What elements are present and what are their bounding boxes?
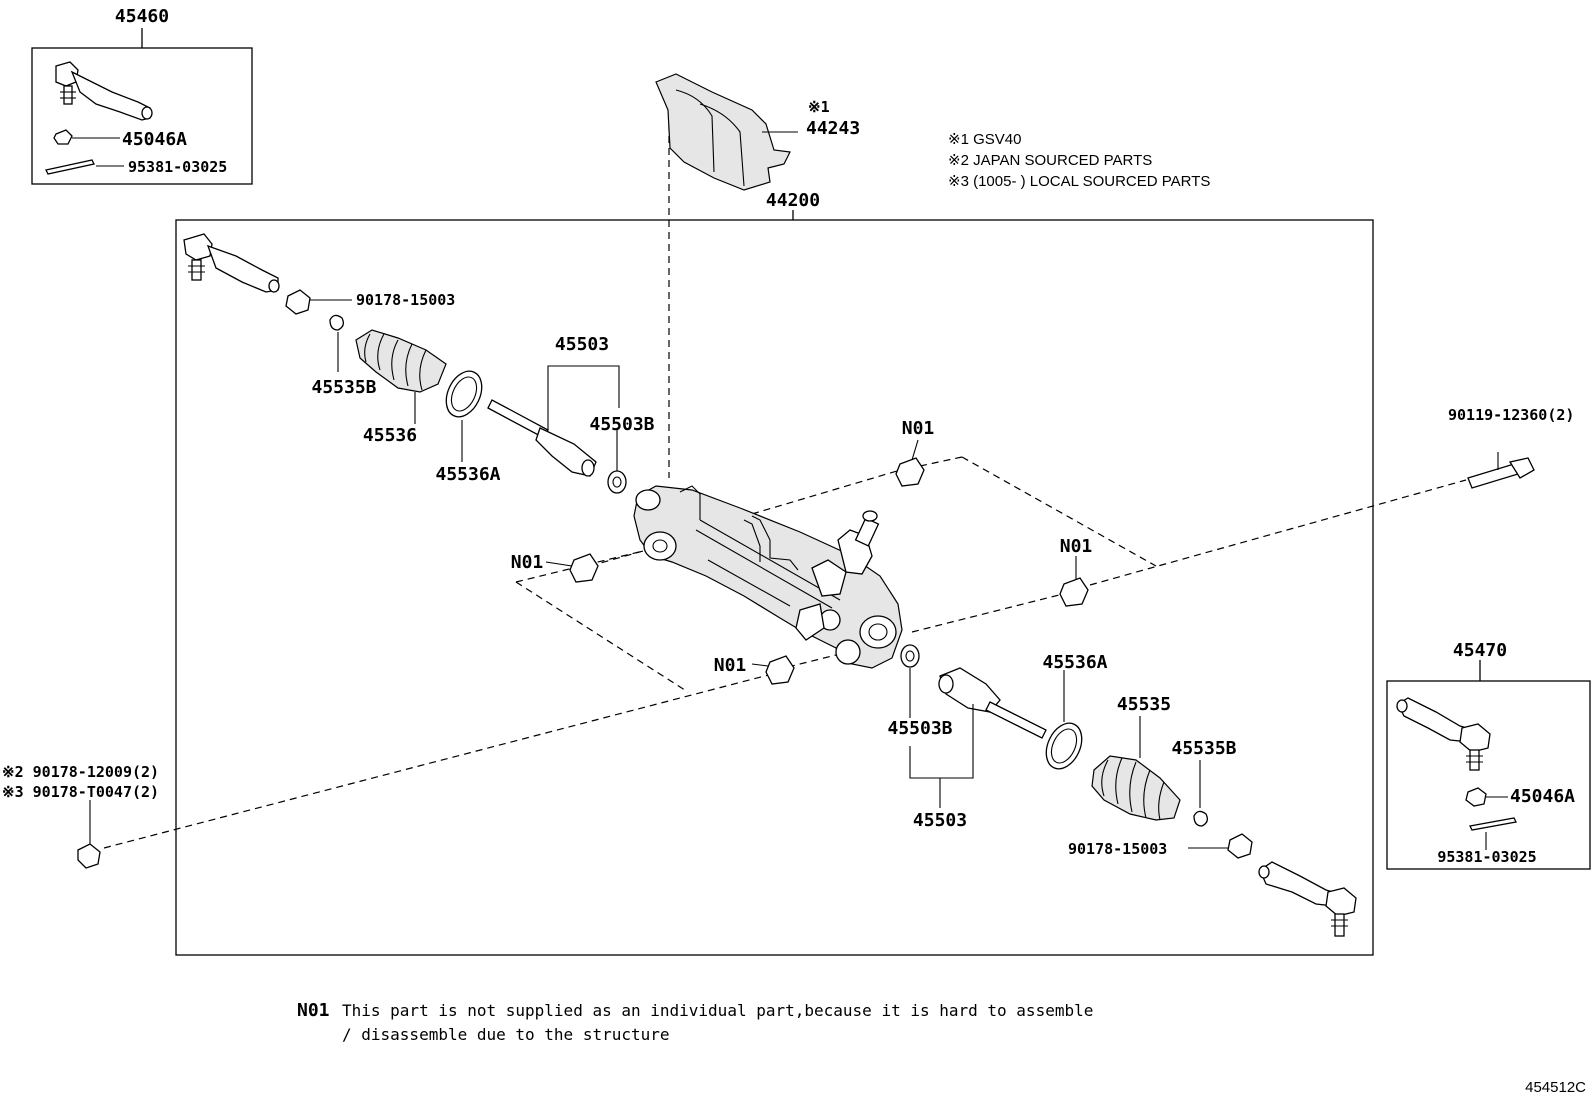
label-44243-mark: ※1 xyxy=(808,98,830,116)
boot-45535-right xyxy=(1091,755,1181,821)
label-45536A-upper: 45536A xyxy=(435,464,500,485)
label-95381-03025-left: 95381-03025 xyxy=(128,158,227,176)
nut-90178-15003-left xyxy=(285,289,311,315)
label-45503-lower: 45503 xyxy=(913,810,967,831)
label-45460: 45460 xyxy=(115,6,169,27)
tie-rod-45503-left xyxy=(487,399,597,477)
label-90119-12360: 90119-12360(2) xyxy=(1448,406,1574,424)
figure-id: 454512C xyxy=(1525,1079,1586,1096)
tie-rod-45503-right xyxy=(938,667,1047,739)
band-45536A-right xyxy=(1045,722,1083,770)
label-45046A-left: 45046A xyxy=(122,129,187,150)
tie-rod-end-45460 xyxy=(45,61,153,175)
nut-90178-15003-right xyxy=(1227,833,1253,859)
band-45536A-left xyxy=(445,370,483,418)
washer-45503B-left xyxy=(607,470,627,494)
label-45046A-right: 45046A xyxy=(1510,786,1575,807)
main-assembly-frame xyxy=(175,219,1374,956)
label-90178-12009: ※2 90178-12009(2) xyxy=(2,763,159,781)
footnote-line-2: / disassemble due to the structure xyxy=(342,1025,670,1044)
label-45470: 45470 xyxy=(1453,640,1507,661)
bolt-90119-12360 xyxy=(1467,457,1535,489)
label-90178-T0047: ※3 90178-T0047(2) xyxy=(2,783,159,801)
label-45535B-lower: 45535B xyxy=(1171,738,1236,759)
label-45535B-upper: 45535B xyxy=(311,377,376,398)
assembly-dash-lines xyxy=(103,100,1467,849)
tie-rod-end-45470 xyxy=(1396,697,1517,850)
note-3: ※3 (1005- ) LOCAL SOURCED PARTS xyxy=(948,173,1210,190)
label-44243: 44243 xyxy=(806,118,860,139)
tie-rod-end-right-box xyxy=(1386,680,1591,870)
label-45535: 45535 xyxy=(1117,694,1171,715)
tie-rod-end-left xyxy=(183,233,280,293)
nut-90178-12009 xyxy=(77,843,101,869)
bushing-n01-right xyxy=(1059,577,1089,607)
label-45536A-lower: 45536A xyxy=(1042,652,1107,673)
bushing-n01-top xyxy=(895,457,925,487)
boot-45536-left xyxy=(355,329,447,393)
footnote-line-1: This part is not supplied as an individu… xyxy=(342,1001,1093,1020)
rack-housing xyxy=(633,485,903,669)
label-90178-15003-left: 90178-15003 xyxy=(356,291,455,309)
label-90178-15003-right: 90178-15003 xyxy=(1068,840,1167,858)
label-45503-upper: 45503 xyxy=(555,334,609,355)
clip-45535B-right xyxy=(1193,810,1208,827)
label-n01-top: N01 xyxy=(902,418,935,439)
tie-rod-end-right xyxy=(1258,861,1357,937)
note-1: ※1 GSV40 xyxy=(948,131,1021,148)
label-95381-03025-right: 95381-03025 xyxy=(1437,848,1536,866)
label-45503B-upper: 45503B xyxy=(589,414,654,435)
label-n01-bottom: N01 xyxy=(714,655,747,676)
label-n01-right: N01 xyxy=(1060,536,1093,557)
label-44200: 44200 xyxy=(766,190,820,211)
note-2: ※2 JAPAN SOURCED PARTS xyxy=(948,152,1152,169)
label-n01-left: N01 xyxy=(511,552,544,573)
bushing-n01-left xyxy=(569,553,599,583)
heat-protector-44243 xyxy=(655,73,798,191)
label-45503B-lower: 45503B xyxy=(887,718,952,739)
bushing-n01-bottom xyxy=(765,655,795,685)
clip-45535B-left xyxy=(329,314,344,331)
washer-45503B-right xyxy=(900,644,920,668)
footnote-code: N01 xyxy=(297,1000,330,1021)
label-45536: 45536 xyxy=(363,425,417,446)
